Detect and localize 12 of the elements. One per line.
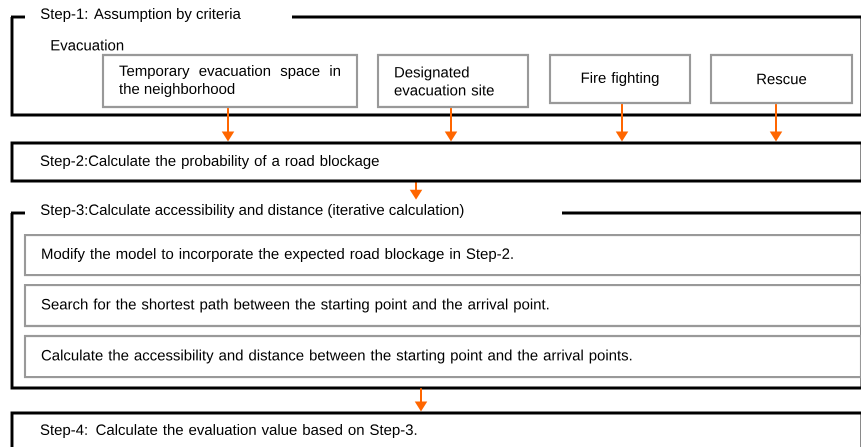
frame-title: Step-3:Calculate accessibility and distance (iterative calculation) [40, 204, 464, 218]
step-box: Calculate the accessibility and distance between the starting point and the arrival points. [24, 334, 861, 378]
step-box: Modify the model to incorporate the expected road blockage in Step-2. [24, 234, 861, 276]
step-box: Step-2:Calculate the probability of a road blockage [10, 142, 861, 182]
step-box: Fire fighting [548, 54, 692, 104]
step-box: Rescue [710, 54, 854, 104]
frame-title: Step-1: Assumption by criteria [40, 8, 241, 22]
step-box: Designated evacuation site [376, 54, 530, 108]
step-box: Step-4: Calculate the evaluation value based on Step-3. [10, 412, 861, 447]
group-label: Evacuation [52, 40, 124, 50]
step-box: Temporary evacuation space in the neighborhood [102, 54, 358, 108]
step-box: Search for the shortest path between the starting point and the arrival point. [24, 284, 861, 328]
